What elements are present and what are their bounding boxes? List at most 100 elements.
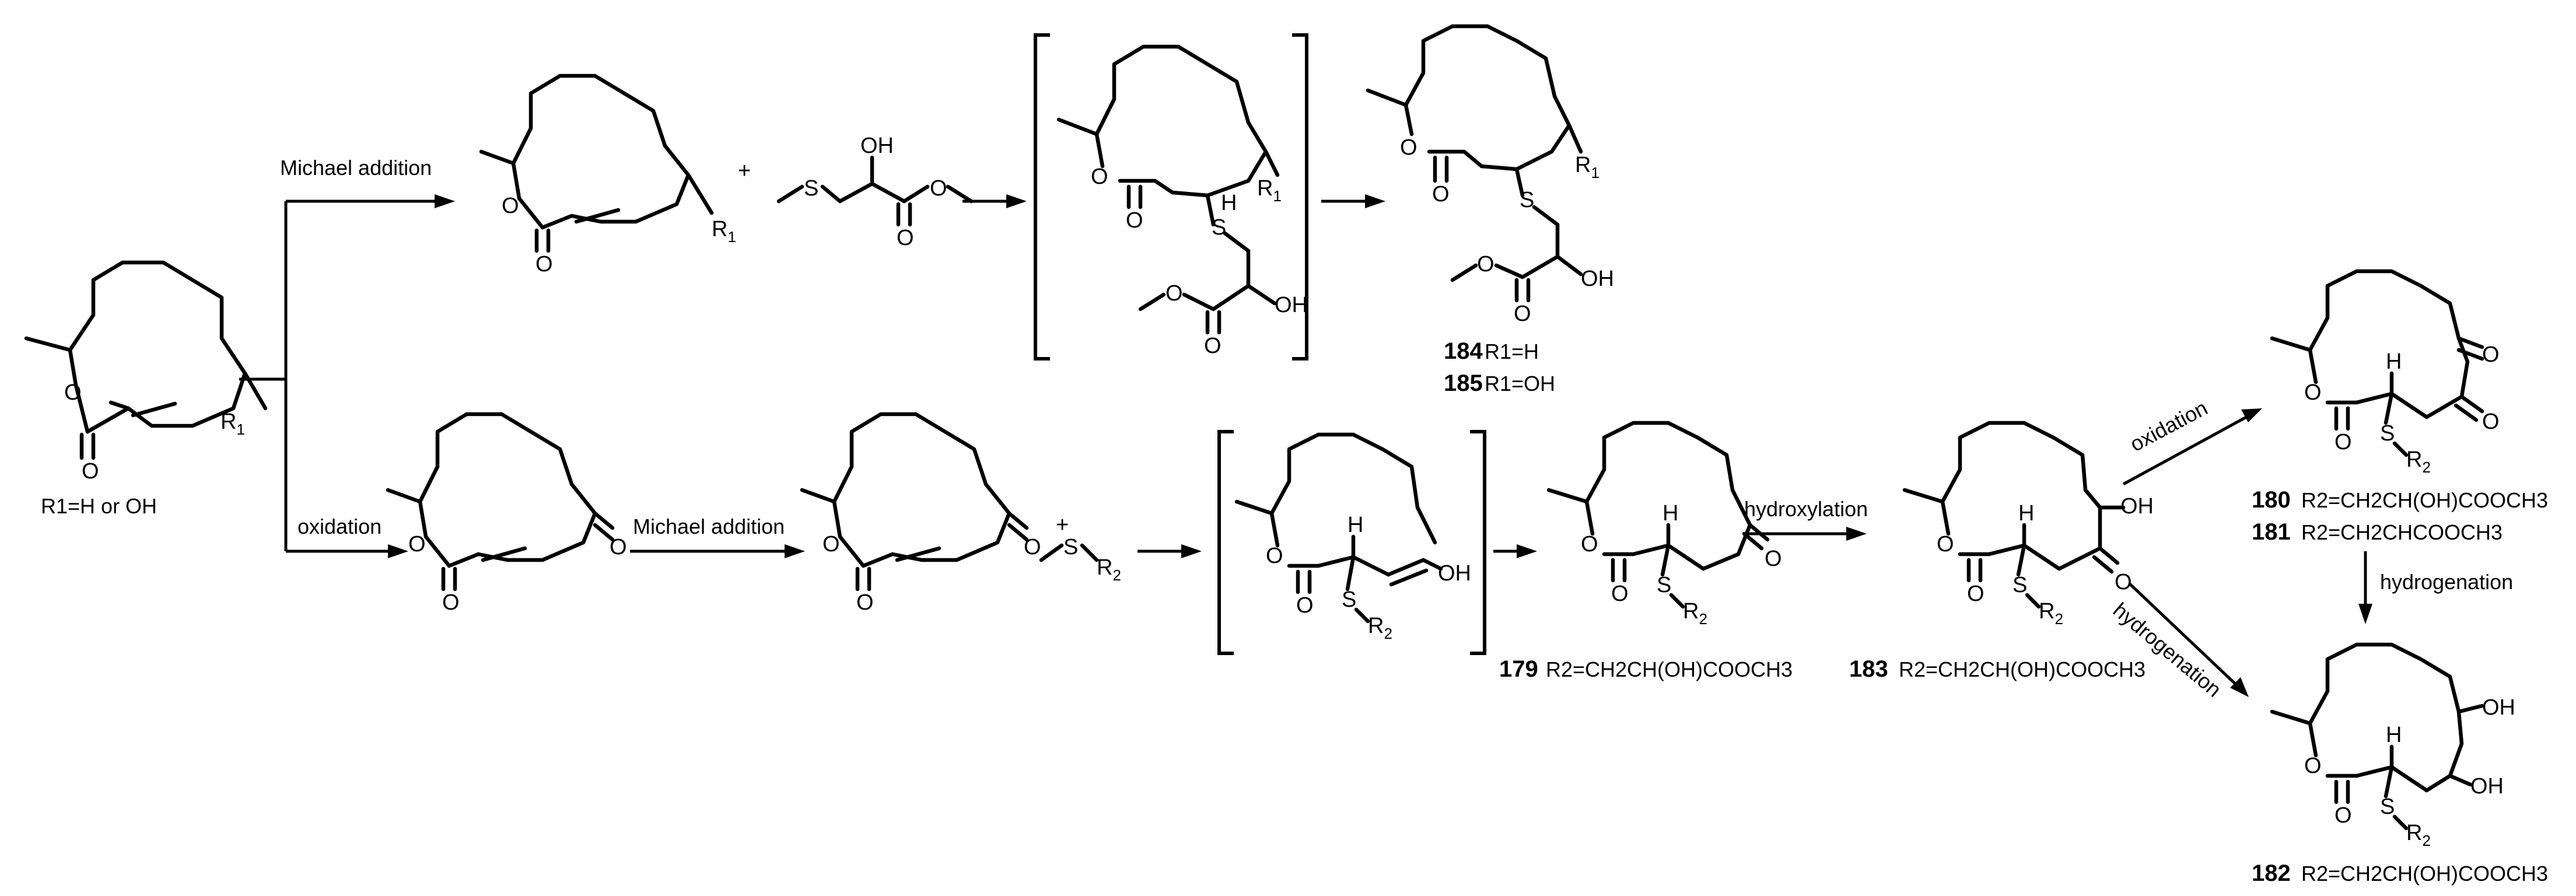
svg-text:O: O bbox=[856, 590, 874, 615]
svg-text:O: O bbox=[408, 532, 426, 556]
svg-text:O: O bbox=[1400, 135, 1418, 160]
svg-text:R1: R1 bbox=[712, 217, 736, 246]
reagent-hydroxylation: hydroxylation bbox=[1744, 497, 1868, 521]
svg-text:R2=CH2CH(OH)COOCH3: R2=CH2CH(OH)COOCH3 bbox=[1546, 657, 1793, 681]
svg-text:S: S bbox=[1212, 215, 1226, 240]
svg-text:R1=H: R1=H bbox=[1485, 340, 1539, 363]
svg-text:O: O bbox=[2115, 570, 2132, 594]
michael-acceptor: O O R1 bbox=[479, 74, 736, 276]
svg-text:O: O bbox=[1126, 208, 1143, 233]
svg-text:O: O bbox=[2482, 342, 2500, 367]
svg-text:O: O bbox=[610, 535, 627, 559]
svg-text:O: O bbox=[2482, 410, 2500, 434]
compound-185: 185 bbox=[1444, 370, 1483, 396]
svg-text:O: O bbox=[1765, 547, 1782, 571]
svg-text:H: H bbox=[2386, 349, 2402, 374]
product-184-185: O O S R1 O O OH 184 R1=H 185 R1=OH bbox=[1366, 24, 1614, 396]
svg-text:R2=CH2CH(OH)COOCH3: R2=CH2CH(OH)COOCH3 bbox=[1899, 657, 2146, 681]
svg-text:O: O bbox=[1296, 593, 1314, 618]
enone-2: O O O bbox=[800, 412, 1041, 615]
reagent-oxidation: oxidation bbox=[298, 514, 382, 538]
svg-text:S: S bbox=[1063, 535, 1078, 559]
svg-text:S: S bbox=[2380, 794, 2395, 819]
svg-text:O: O bbox=[1204, 334, 1222, 358]
compound-183-structure: O O H S R2 OH O 183 R2=CH2CH(OH)COOCH3 bbox=[1849, 421, 2154, 682]
svg-text:O: O bbox=[1024, 535, 1041, 559]
svg-text:S: S bbox=[2380, 421, 2395, 446]
svg-text:O: O bbox=[536, 252, 553, 276]
svg-text:OH: OH bbox=[1581, 267, 1614, 291]
svg-text:R2: R2 bbox=[2406, 447, 2431, 476]
compound-182-structure: O O H S R2 OH OH 182 R2=CH2CH(OH)COOCH3 bbox=[2252, 642, 2548, 886]
svg-text:R2=CH2CH(OH)COOCH3: R2=CH2CH(OH)COOCH3 bbox=[2301, 488, 2548, 512]
svg-text:O: O bbox=[1477, 252, 1494, 276]
svg-text:S: S bbox=[1657, 573, 1671, 597]
svg-text:S: S bbox=[2013, 573, 2027, 597]
atom-O: O bbox=[82, 459, 99, 484]
svg-text:H: H bbox=[1221, 191, 1237, 215]
compound-179-structure: O O H S R2 O 179 R2=CH2CH(OH)COOCH3 bbox=[1499, 421, 1793, 682]
svg-text:OH: OH bbox=[1438, 561, 1471, 586]
reagent-oxidation-2: oxidation bbox=[2126, 396, 2211, 456]
svg-text:O: O bbox=[1967, 582, 1985, 606]
svg-text:O: O bbox=[2334, 430, 2352, 454]
compound-184: 184 bbox=[1444, 338, 1483, 364]
svg-text:S: S bbox=[804, 176, 818, 201]
enone-1: O O O bbox=[386, 412, 627, 615]
bracket-intermediate-top: O O S H R1 O O OH bbox=[1034, 33, 1308, 360]
compound-180: 180 bbox=[2252, 487, 2291, 513]
condition-r1: R1=H or OH bbox=[41, 494, 157, 518]
svg-text:+: + bbox=[1056, 513, 1069, 537]
svg-text:O: O bbox=[1611, 582, 1629, 606]
thiol-reagent: S OH O O bbox=[776, 134, 974, 250]
svg-text:OH: OH bbox=[2482, 695, 2515, 720]
reagent-hydrogenation-2: hydrogenation bbox=[2380, 570, 2513, 594]
svg-text:H: H bbox=[1662, 501, 1678, 526]
svg-text:O: O bbox=[1514, 302, 1531, 326]
svg-text:O: O bbox=[822, 532, 840, 556]
svg-text:OH: OH bbox=[2120, 494, 2154, 519]
reagent-hydrogenation: hydrogenation bbox=[2109, 598, 2226, 702]
svg-text:O: O bbox=[2334, 803, 2352, 828]
reagent-michael-addition-2: Michael addition bbox=[633, 514, 785, 538]
svg-text:R2: R2 bbox=[2039, 599, 2063, 628]
svg-text:OH: OH bbox=[1275, 293, 1308, 317]
svg-text:R2: R2 bbox=[1097, 555, 1121, 584]
svg-text:OH: OH bbox=[860, 134, 894, 158]
branch-arrows: Michael addition oxidation bbox=[239, 156, 455, 558]
svg-text:O: O bbox=[1166, 281, 1183, 306]
starting-material: O O R1 R1=H or OH bbox=[24, 260, 268, 518]
svg-text:R1: R1 bbox=[1257, 176, 1282, 205]
compound-183: 183 bbox=[1849, 656, 1888, 682]
svg-text:O: O bbox=[2304, 754, 2322, 778]
svg-text:S: S bbox=[1342, 587, 1356, 612]
svg-text:H: H bbox=[2018, 501, 2034, 526]
svg-text:O: O bbox=[502, 194, 519, 218]
svg-text:R2: R2 bbox=[1683, 599, 1707, 628]
svg-text:O: O bbox=[2304, 380, 2322, 405]
thiol-r2: S R2 bbox=[1039, 535, 1121, 584]
svg-text:R2=CH2CH(OH)COOCH3: R2=CH2CH(OH)COOCH3 bbox=[2301, 862, 2548, 886]
svg-text:O: O bbox=[897, 226, 914, 250]
svg-text:R2: R2 bbox=[2406, 821, 2431, 849]
svg-text:O: O bbox=[1266, 544, 1283, 568]
svg-text:O: O bbox=[930, 176, 947, 201]
svg-text:O: O bbox=[1581, 532, 1598, 556]
compound-181: 181 bbox=[2252, 519, 2291, 545]
bracket-intermediate-enol: O O H S R2 OH bbox=[1217, 430, 1486, 655]
svg-text:H: H bbox=[2386, 723, 2402, 747]
reagent-michael-addition: Michael addition bbox=[280, 156, 432, 180]
svg-text:O: O bbox=[1091, 164, 1108, 189]
svg-text:R1: R1 bbox=[1575, 153, 1600, 181]
svg-text:OH: OH bbox=[2470, 774, 2504, 799]
svg-text:R1=OH: R1=OH bbox=[1485, 372, 1555, 396]
plus-sign: + bbox=[738, 159, 751, 183]
svg-text:H: H bbox=[1348, 513, 1363, 537]
atom-R1: R1 bbox=[220, 410, 245, 438]
atom-O: O bbox=[64, 380, 82, 405]
svg-text:R2=CH2CHCOOCH3: R2=CH2CHCOOCH3 bbox=[2301, 520, 2502, 544]
svg-text:O: O bbox=[1937, 532, 1954, 556]
compound-182: 182 bbox=[2252, 860, 2291, 886]
compound-180-181-structure: O O H S R2 O O 180 R2=CH2CH(OH)COOCH3 18… bbox=[2252, 269, 2548, 545]
